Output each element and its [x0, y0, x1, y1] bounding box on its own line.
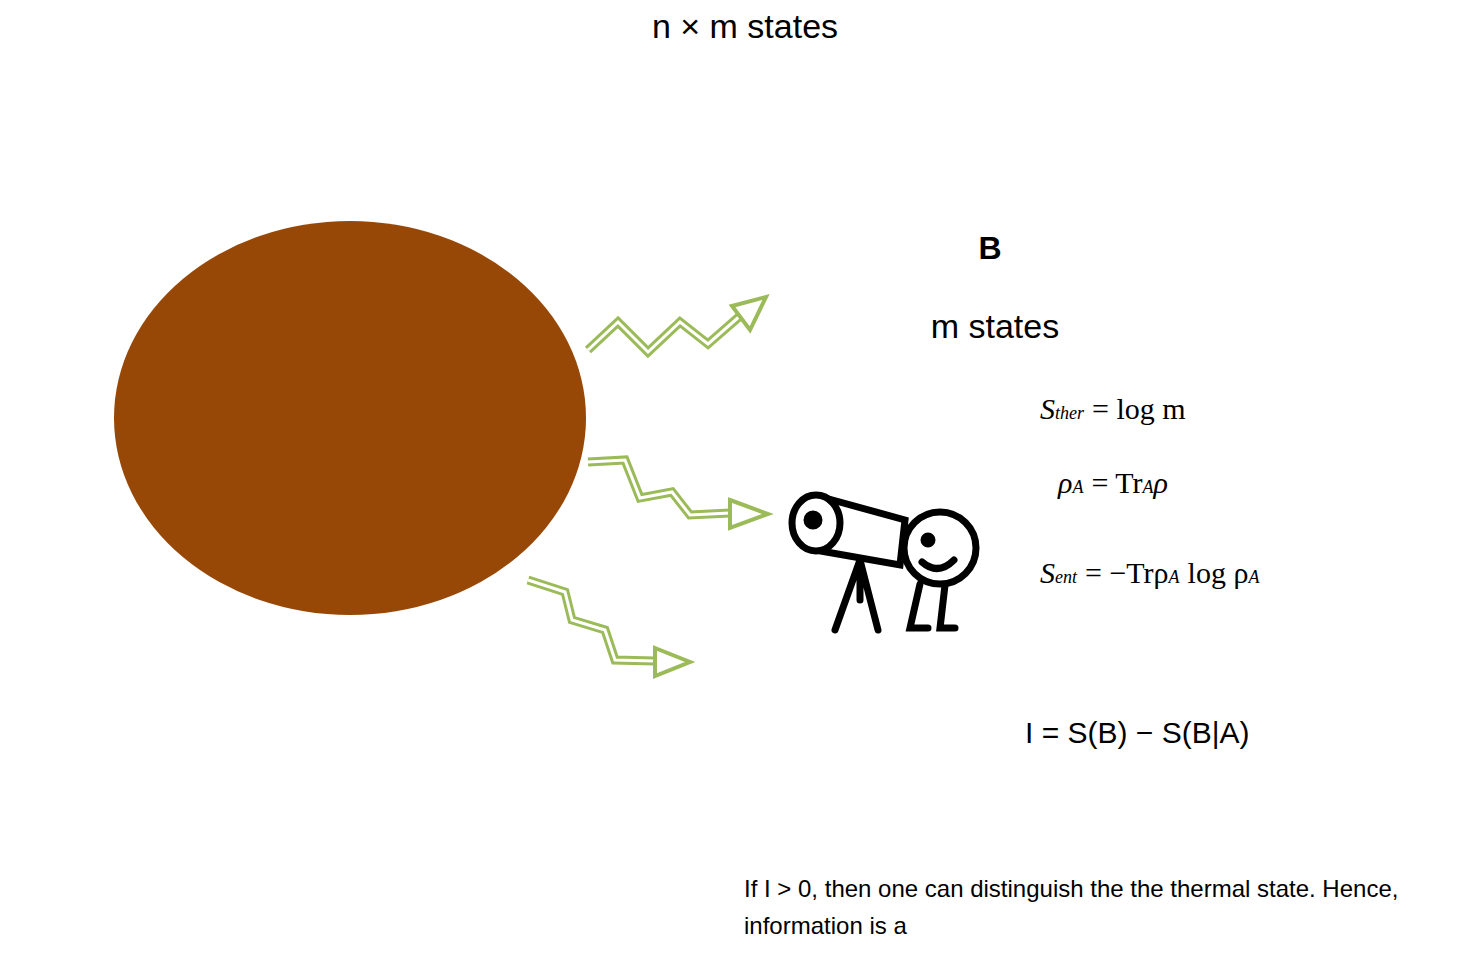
black-hole — [114, 221, 586, 615]
region-label: m states — [931, 307, 1059, 346]
subscript: A — [1072, 477, 1083, 498]
subscript: A — [1169, 567, 1180, 588]
equation-text: S — [1040, 556, 1055, 590]
subscript: ent — [1055, 567, 1077, 588]
ellipse-outline — [10, 85, 1466, 973]
equation-text: = Tr — [1091, 466, 1142, 500]
radiation-arrows — [528, 297, 768, 676]
equation: ρA= TrAρ — [1058, 466, 1168, 500]
subscript: A — [1143, 477, 1154, 498]
region-ellipse: n × m statesBm statesIf I > 0, then one … — [10, 85, 1466, 973]
observer-icon — [792, 495, 976, 630]
equation-text: log ρ — [1188, 556, 1249, 590]
region-heading: n × m states — [652, 7, 838, 46]
subscript: ther — [1055, 403, 1084, 424]
note-text: If I > 0, then one can distinguish the t… — [744, 870, 1446, 944]
note-box: If I > 0, then one can distinguish the t… — [730, 862, 1460, 952]
equation-text: ρ — [1058, 466, 1072, 500]
equation: I = S(B) − S(B|A) — [1025, 716, 1250, 750]
region-label: B — [978, 230, 1001, 267]
equation-text: S — [1040, 392, 1055, 426]
equation-text: I = S(B) − S(B|A) — [1025, 716, 1250, 750]
subscript: A — [1248, 567, 1259, 588]
equation-text: ρ — [1154, 466, 1168, 500]
equation-text: = −Trρ — [1085, 556, 1169, 590]
equation: Sther = log m — [1040, 392, 1186, 426]
equation: Sent= −TrρAlog ρA — [1040, 556, 1259, 590]
equation-text: = log m — [1092, 392, 1186, 426]
